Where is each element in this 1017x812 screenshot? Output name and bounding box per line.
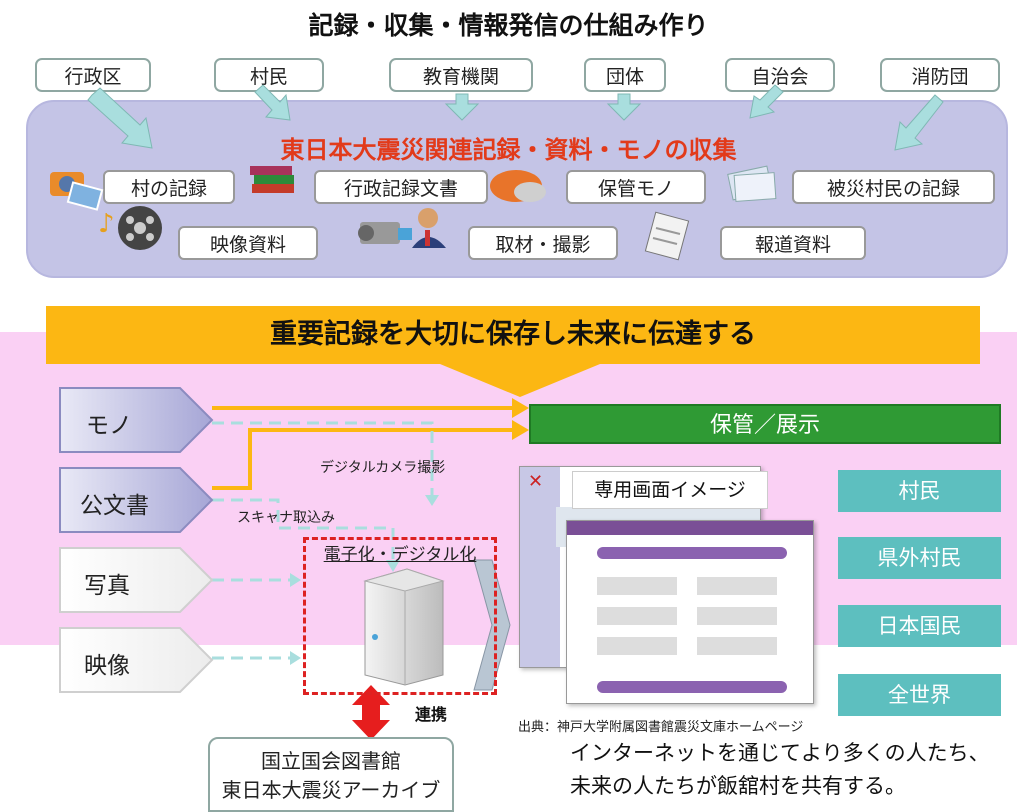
server-icon (363, 568, 445, 686)
link-arrow (352, 685, 390, 740)
item-eizo-shiryo: 映像資料 (178, 226, 318, 260)
bottom-line-1: インターネットを通じてより多くの人たち、 (570, 741, 990, 765)
chevron-right (473, 559, 511, 691)
audience-kengai: 県外村民 (838, 537, 1001, 579)
reporter-icon (358, 208, 446, 248)
arrow-jichikai (749, 84, 784, 119)
library-box: 国立国会図書館 東日本大震災アーカイブ (208, 737, 454, 812)
camera-label: デジタルカメラ撮影 (320, 460, 446, 476)
source-box-gyoseiku: 行政区 (35, 58, 151, 92)
books-icon (250, 166, 294, 193)
media-box-mono (59, 387, 214, 453)
item-hodo-shiryo: 報道資料 (720, 226, 866, 260)
source-box-dantai: 団体 (584, 58, 666, 92)
audience-sekai: 全世界 (838, 674, 1001, 716)
item-hisai-kiroku: 被災村民の記録 (792, 170, 995, 204)
source-box-shobodan: 消防団 (880, 58, 1000, 92)
citation: 出典：神戸大学附属図書館震災文庫ホームページ (518, 720, 804, 735)
film-reel-icon: ♪ (98, 206, 162, 250)
svg-text:♪: ♪ (98, 209, 115, 239)
media-box-kobunsho (59, 467, 214, 533)
kobe-logo-icon: ✕ (528, 471, 544, 492)
scanner-label: スキャナ取込み (237, 510, 335, 526)
digitization-box (303, 537, 497, 695)
newspaper-icon (644, 211, 690, 261)
media-label-eizo: 映像 (84, 653, 130, 679)
digitization-label: 電子化・デジタル化 (323, 545, 477, 565)
line-kobunsho-storage (212, 428, 512, 490)
page-title: 記録・収集・情報発信の仕組み作り (308, 11, 709, 40)
arrow-shobodan (894, 94, 944, 151)
arrow-kyoiku (444, 93, 480, 121)
papers-icon (727, 165, 777, 202)
media-label-shashin: 写真 (84, 573, 130, 599)
screen-image-front (566, 520, 814, 704)
media-box-eizo (59, 627, 214, 693)
link-label: 連携 (415, 705, 448, 724)
item-gyosei-kiroku: 行政記録文書 (314, 170, 488, 204)
storage-box: 保管／展示 (529, 404, 1001, 444)
collection-title: 東日本大震災関連記録・資料・モノの収集 (280, 136, 737, 164)
item-shuzai-satsuei: 取材・撮影 (468, 226, 618, 260)
arrow-dantai (606, 93, 642, 121)
screen-caption: 専用画面イメージ (572, 471, 768, 509)
item-mura-kiroku: 村の記録 (103, 170, 235, 204)
clipart-layer: ♪ (50, 165, 777, 261)
arrow-sonmin (254, 84, 291, 121)
audience-sonmin: 村民 (838, 470, 1001, 512)
camera-photos-icon (50, 172, 104, 211)
source-box-sonmin: 村民 (214, 58, 324, 92)
source-box-kyoiku: 教育機関 (389, 58, 533, 92)
banner: 重要記録を大切に保存し未来に伝達する (46, 306, 980, 364)
audience-kokumin: 日本国民 (838, 605, 1001, 647)
media-label-mono: モノ (86, 413, 132, 439)
banner-down-arrow (440, 364, 600, 397)
helmet-icon (490, 170, 546, 202)
library-line-2: 東日本大震災アーカイブ (221, 778, 441, 802)
library-line-1: 国立国会図書館 (261, 749, 401, 773)
source-box-jichikai: 自治会 (725, 58, 835, 92)
bottom-text: インターネットを通じてより多くの人たち、 未来の人たちが飯舘村を共有する。 (570, 737, 990, 803)
arrow-gyoseiku (87, 87, 153, 149)
media-label-kobunsho: 公文書 (80, 493, 149, 519)
media-box-shashin (59, 547, 214, 613)
dash-mono (212, 421, 434, 495)
source-arrows (87, 84, 944, 151)
item-hokan-mono: 保管モノ (566, 170, 706, 204)
bottom-line-2: 未来の人たちが飯舘村を共有する。 (570, 774, 906, 798)
